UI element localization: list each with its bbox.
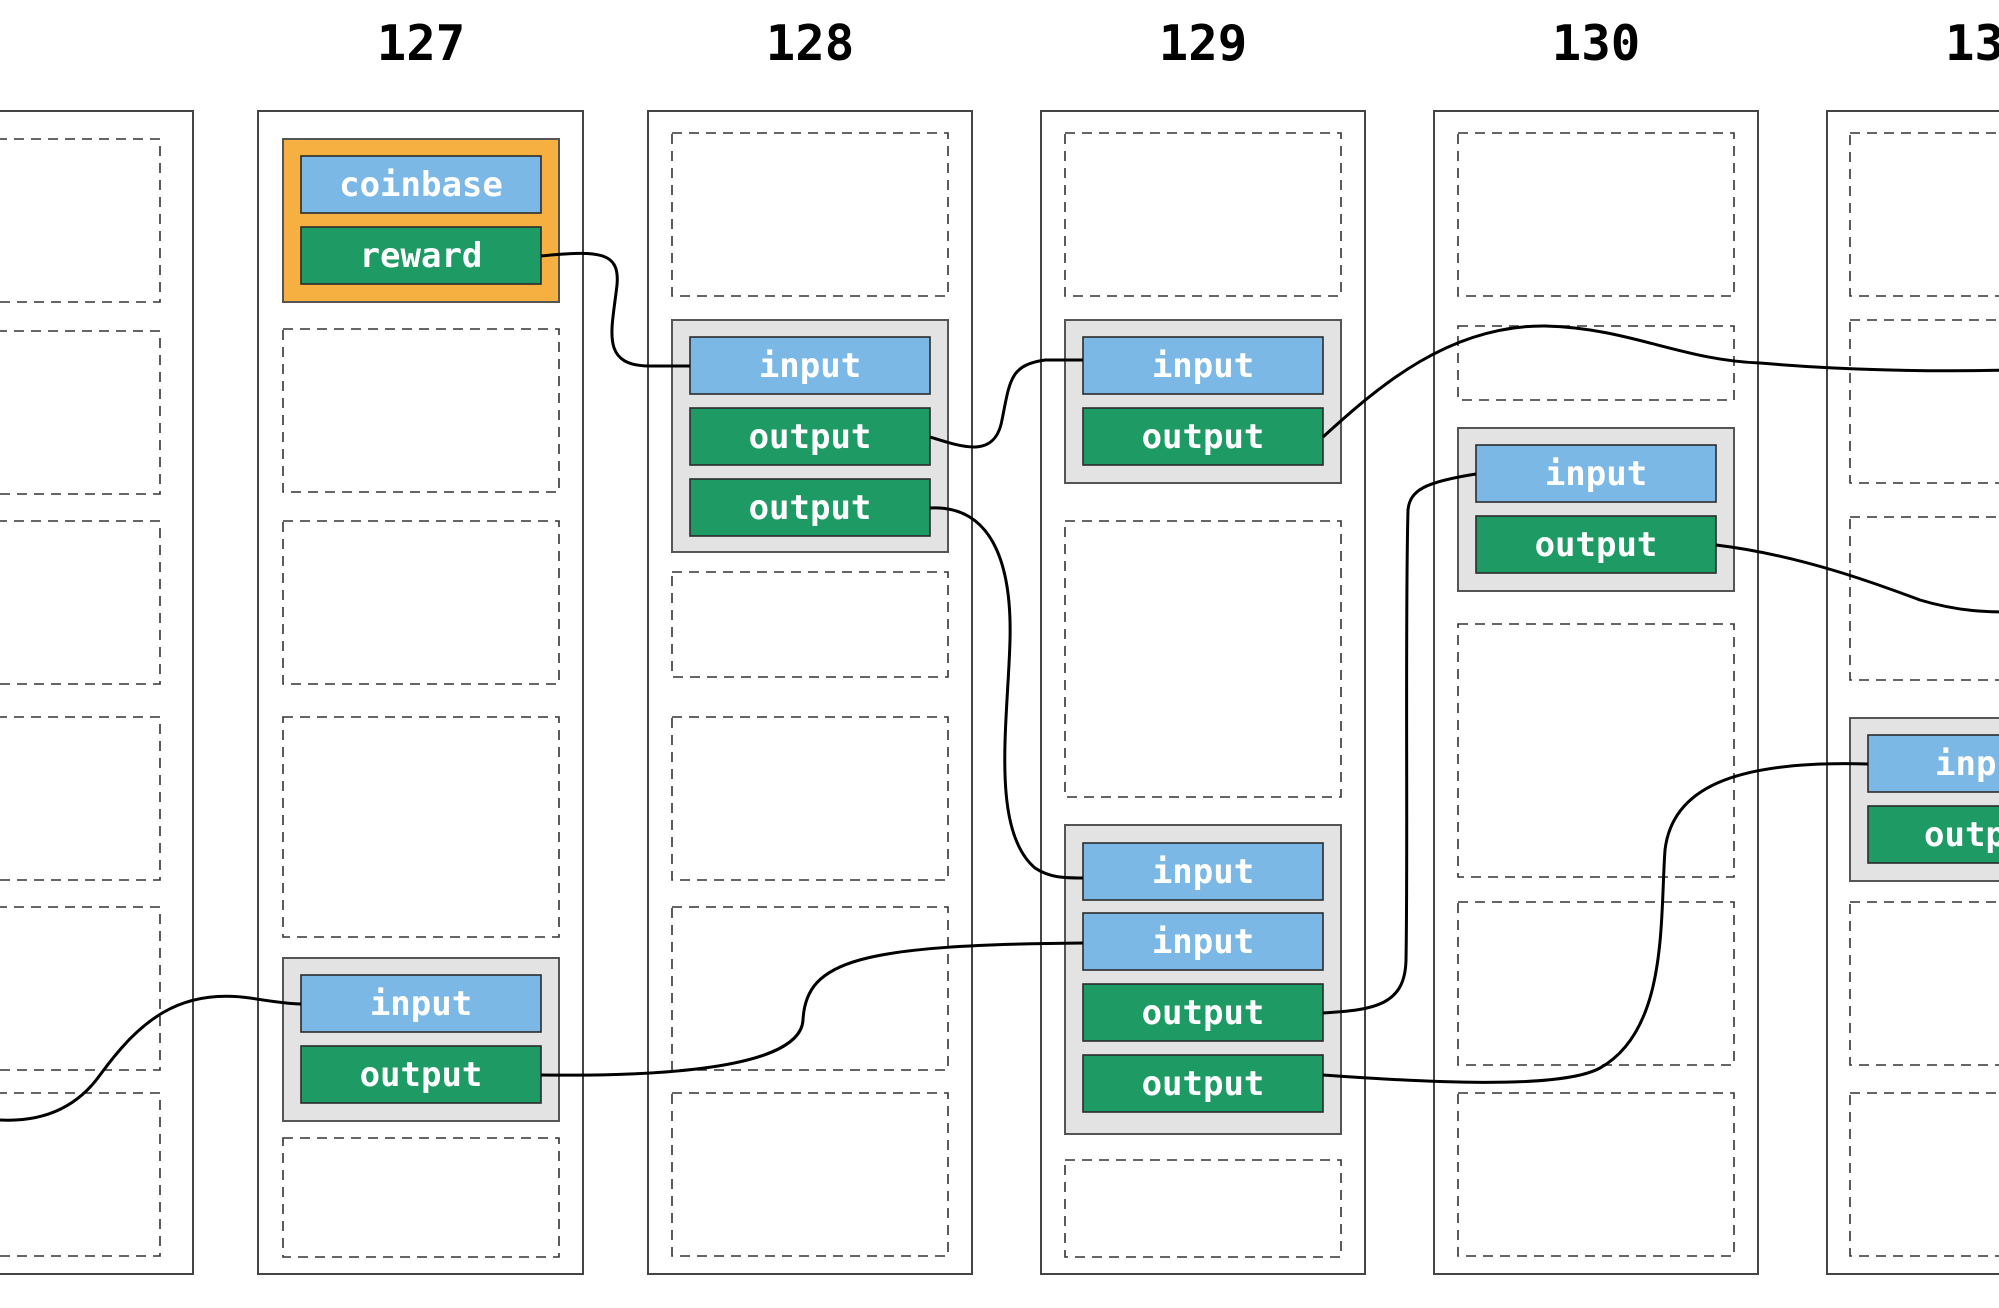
empty-slot: [1849, 132, 1999, 297]
row-label: input: [759, 346, 861, 386]
output-row: [1082, 407, 1324, 466]
block-131: [1826, 110, 1999, 1275]
empty-slot: [0, 1092, 161, 1257]
input-row: [689, 336, 931, 395]
empty-slot: [0, 330, 161, 495]
block-height-131-partial: 13: [1945, 15, 1999, 72]
row-label: input: [1545, 454, 1647, 494]
empty-slot: [1849, 516, 1999, 681]
block-height-130: 130: [1552, 15, 1641, 72]
empty-slot: [1457, 132, 1735, 297]
row-label: outp: [1924, 815, 1999, 855]
empty-slot: [1457, 1092, 1735, 1257]
block-columns: [0, 110, 1999, 1275]
link-line: [540, 251, 690, 368]
empty-slot: [671, 906, 949, 1071]
empty-slot: [282, 1137, 560, 1258]
empty-slot: [1064, 1159, 1342, 1258]
row-label: inp: [1935, 744, 1996, 784]
row-label: output: [360, 1055, 483, 1095]
row-label: input: [1152, 922, 1254, 962]
link-line: [1715, 543, 1999, 614]
link-line: [1322, 762, 1869, 1084]
input-row: [1867, 734, 1999, 793]
row-label: output: [1535, 525, 1658, 565]
empty-slot: [1457, 901, 1735, 1066]
link-line: [1321, 324, 1999, 439]
link-line: [0, 994, 302, 1122]
row-label: output: [749, 488, 872, 528]
row-label: output: [1142, 993, 1265, 1033]
row-label: input: [370, 984, 472, 1024]
row-label: input: [1152, 852, 1254, 892]
row-label: output: [1142, 1064, 1265, 1104]
empty-slot: [1064, 132, 1342, 297]
link-line: [929, 506, 1084, 880]
link-line: [540, 941, 1084, 1077]
block-129: [1040, 110, 1366, 1275]
row-label: input: [1152, 346, 1254, 386]
empty-slot: [1849, 1092, 1999, 1257]
block-height-127: 127: [377, 15, 466, 72]
link-lines: [0, 251, 1999, 1122]
input-row: [1082, 336, 1324, 395]
empty-slot: [0, 520, 161, 685]
output-row: [1867, 805, 1999, 864]
input-row: [1082, 842, 1324, 901]
empty-slot: [282, 716, 560, 938]
coinbase-row: [300, 155, 542, 214]
empty-slot: [671, 1092, 949, 1257]
block-height-128: 128: [766, 15, 855, 72]
empty-slot: [1457, 623, 1735, 878]
empty-slot: [282, 520, 560, 685]
empty-slot: [1064, 520, 1342, 798]
row-labels: coinbase reward input output input outpu…: [339, 165, 1999, 1104]
row-label: coinbase: [339, 165, 503, 205]
empty-slot: [671, 716, 949, 881]
link-line: [929, 358, 1083, 449]
block-128: [647, 110, 973, 1275]
block-height-129: 129: [1159, 15, 1248, 72]
reward-row: [300, 226, 542, 285]
output-row: [300, 1045, 542, 1104]
block-130: [1433, 110, 1759, 1275]
output-row: [1475, 515, 1717, 574]
row-label: reward: [360, 236, 483, 276]
empty-slots: [0, 132, 1999, 1258]
block-126: [0, 110, 194, 1275]
empty-slot: [1849, 319, 1999, 484]
input-row: [1475, 444, 1717, 503]
row-label: output: [749, 417, 872, 457]
tx-rows: [300, 155, 1999, 1113]
input-row: [300, 974, 542, 1033]
link-line: [1322, 472, 1477, 1015]
empty-slot: [671, 132, 949, 297]
empty-slot: [0, 716, 161, 881]
empty-slot: [1849, 901, 1999, 1066]
empty-slot: [1457, 325, 1735, 401]
output-row: [1082, 1054, 1324, 1113]
row-label: output: [1142, 417, 1265, 457]
empty-slot: [282, 328, 560, 493]
output-row: [689, 407, 931, 466]
input-row: [1082, 912, 1324, 971]
empty-slot: [0, 906, 161, 1071]
output-row: [1082, 983, 1324, 1042]
empty-slot: [671, 571, 949, 678]
empty-slot: [0, 138, 161, 303]
block-127: [257, 110, 584, 1275]
